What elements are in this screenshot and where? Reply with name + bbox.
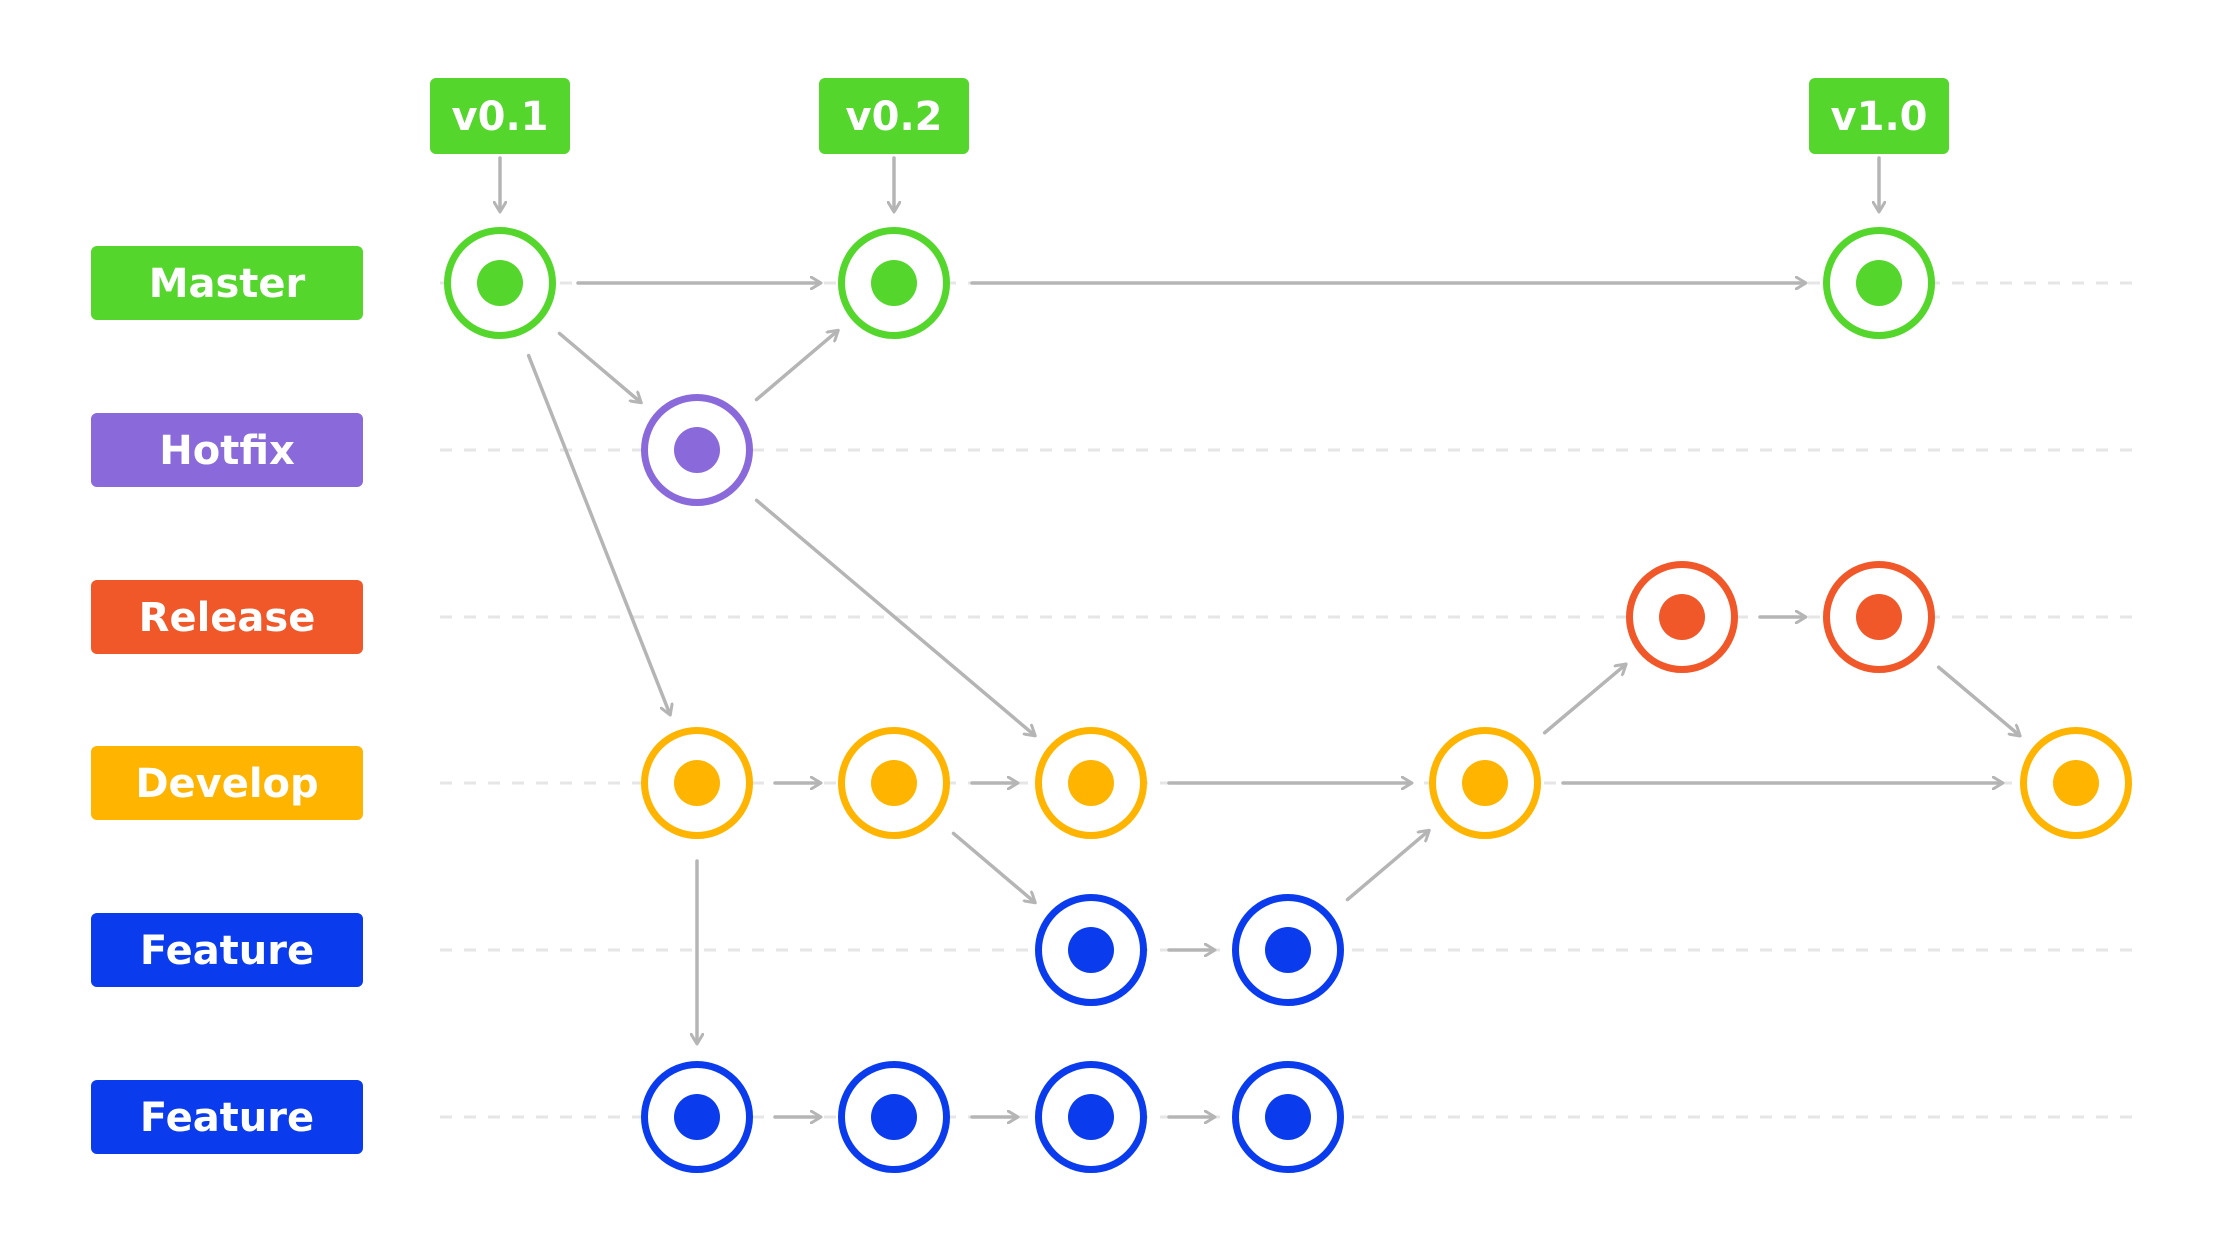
version-tags: v0.1 v0.2 v1.0 [430,78,1949,211]
edge-m1-to-h1 [557,331,640,402]
commit-node-fb1 [641,1061,753,1173]
commit-node-r2 [1823,561,1935,673]
commit-dot [674,760,720,806]
commit-node-m2 [838,227,950,339]
commit-dot [1068,760,1114,806]
branch-label-badge [91,913,363,987]
commit-dot [1265,927,1311,973]
commit-node-d3 [1035,727,1147,839]
version-tag-badge [819,78,969,154]
commit-dot [1265,1094,1311,1140]
branch-label-text: Master [149,261,306,307]
branch-label-badge [91,580,363,654]
commit-node-h1 [641,394,753,506]
commit-dot [1068,1094,1114,1140]
branch-label-hotfix: Hotfix [91,413,363,487]
commit-node-d4 [1429,727,1541,839]
commit-dot [477,260,523,306]
commit-node-m1 [444,227,556,339]
commit-dot [674,1094,720,1140]
commit-dot [2053,760,2099,806]
version-tag-v0.2: v0.2 [819,78,969,211]
commit-node-d2 [838,727,950,839]
edge-r2-to-d5 [1936,665,2020,735]
edge-m1-to-d1 [526,353,670,715]
commit-dot [1856,260,1902,306]
commit-edges [526,283,2020,1117]
branch-label-text: Feature [140,1095,314,1141]
version-tag-label: v0.1 [452,94,549,140]
commit-node-fb2 [838,1061,950,1173]
edge-d2-to-fa1 [951,831,1034,902]
version-tag-label: v1.0 [1831,94,1928,140]
commit-dot [674,427,720,473]
branch-label-develop: Develop [91,746,363,820]
branch-label-feature2: Feature [91,1080,363,1154]
commit-node-d5 [2020,727,2132,839]
commit-node-m3 [1823,227,1935,339]
branch-label-badge [91,1080,363,1154]
commit-node-fb3 [1035,1061,1147,1173]
branch-label-text: Hotfix [159,428,295,474]
commit-node-d1 [641,727,753,839]
commit-nodes [444,227,2132,1173]
version-tag-v0.1: v0.1 [430,78,570,211]
version-tag-label: v0.2 [846,94,943,140]
branch-label-text: Feature [140,928,314,974]
branch-label-master: Master [91,246,363,320]
commit-dot [871,760,917,806]
version-tag-v1.0: v1.0 [1809,78,1949,211]
branch-label-text: Release [139,595,316,641]
commit-node-r1 [1626,561,1738,673]
edge-d4-to-r1 [1542,665,1626,735]
commit-dot [871,1094,917,1140]
edge-h1-to-d3 [754,498,1035,735]
commit-dot [1462,760,1508,806]
commit-node-fa1 [1035,894,1147,1006]
commit-node-fa2 [1232,894,1344,1006]
branch-label-text: Develop [135,761,318,807]
branch-label-badge [91,413,363,487]
edge-fa2-to-d4 [1345,831,1428,902]
branch-label-feature1: Feature [91,913,363,987]
version-tag-badge [1809,78,1949,154]
version-tag-badge [430,78,570,154]
edge-h1-to-m2 [754,331,837,402]
branch-label-release: Release [91,580,363,654]
branch-label-badge [91,246,363,320]
commit-dot [1856,594,1902,640]
commit-dot [1659,594,1705,640]
commit-node-fb4 [1232,1061,1344,1173]
branch-label-badge [91,746,363,820]
commit-dot [871,260,917,306]
commit-dot [1068,927,1114,973]
